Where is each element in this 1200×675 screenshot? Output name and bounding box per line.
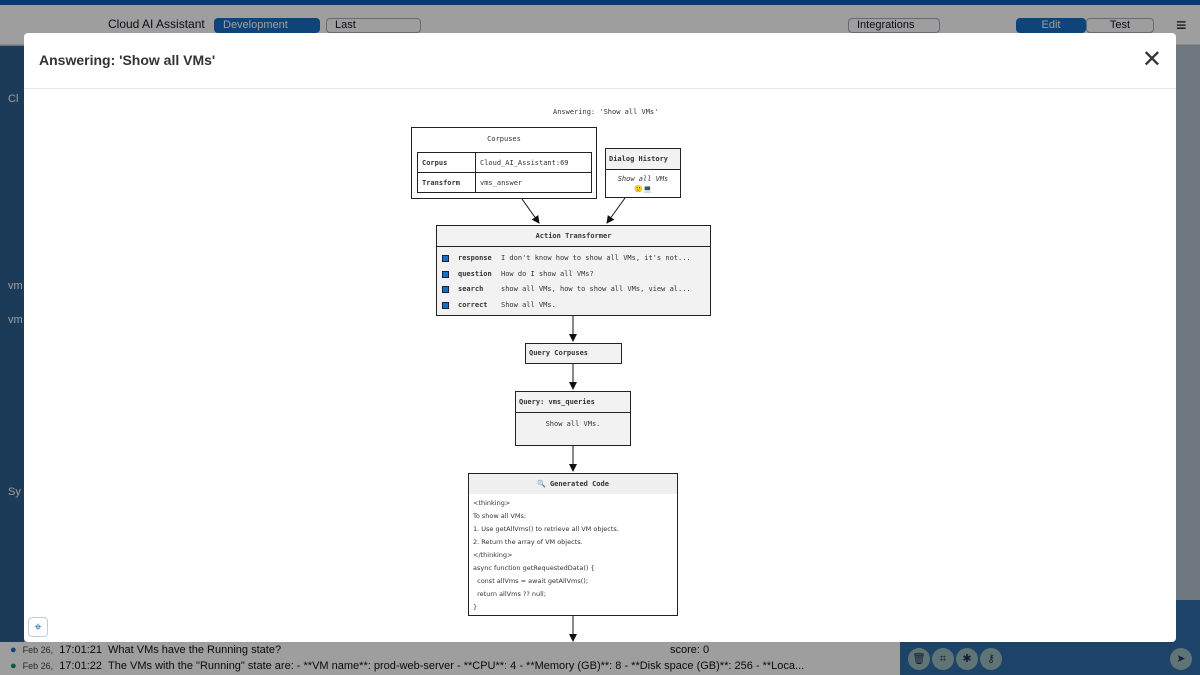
corpus-key: Corpus (417, 152, 476, 173)
dialog-history-node: Dialog History Show all VMs 🙂💻 (605, 148, 681, 198)
integrations-button[interactable]: Integrations (848, 18, 940, 33)
row-time: 17:01:21 (59, 644, 103, 656)
sidebar-item[interactable]: Cl (8, 93, 19, 105)
transform-value: vms_answer (475, 172, 592, 193)
transformer-row-key: correct (458, 300, 488, 309)
recenter-icon[interactable]: ⌖ (28, 617, 48, 637)
version-select[interactable]: Last (326, 18, 421, 33)
transformer-row-value: I don't know how to show all VMs, it's n… (501, 254, 691, 262)
code-line: 2. Return the array of VM objects. (473, 538, 583, 546)
trash-icon[interactable]: 🗑 (908, 648, 930, 670)
sidebar-item[interactable]: vm (8, 314, 23, 326)
tab-edit[interactable]: Edit (1016, 18, 1086, 33)
minus-icon[interactable] (442, 301, 449, 309)
arrow (521, 198, 540, 224)
info-icon: ● (10, 644, 17, 656)
transform-key: Transform (417, 172, 476, 193)
row-text: What VMs have the Running state? (108, 644, 282, 656)
bug-icon[interactable]: ✱ (956, 648, 978, 670)
action-transformer-title: Action Transformer (437, 226, 710, 247)
log-row[interactable]: ● Feb 26, 17:01:21 What VMs have the Run… (10, 642, 709, 658)
row-date: Feb 26, (22, 661, 54, 671)
transformer-row-value: show all VMs, how to show all VMs, view … (501, 285, 691, 293)
key-icon[interactable]: ⚷ (980, 648, 1002, 670)
magnifier-icon: 🔍 (537, 480, 546, 488)
row-score: score: 0 (670, 644, 710, 656)
dialog-history-text: Show all VMs (617, 175, 669, 183)
code-line: <thinking> (473, 499, 511, 507)
query-node: Query: vms_queries Show all VMs. (515, 391, 631, 446)
corpus-value: Cloud_AI_Assistant:69 (475, 152, 592, 173)
query-title: Query: vms_queries (516, 392, 630, 413)
menu-icon[interactable]: ≡ (1176, 15, 1187, 35)
top-accent-bar (0, 0, 1200, 5)
transformer-row-key: question (458, 269, 492, 278)
row-time: 17:01:22 (59, 660, 103, 672)
send-icon[interactable]: ➤ (1170, 648, 1192, 670)
scan-icon[interactable]: ⌗ (932, 648, 954, 670)
sidebar-item[interactable]: vm (8, 280, 23, 292)
user-computer-icon: 🙂💻 (634, 185, 652, 193)
conversation-log: ● Feb 26, 17:01:21 What VMs have the Run… (0, 642, 900, 675)
code-line: To show all VMs: (473, 512, 527, 520)
action-transformer-node: Action Transformer response I don't know … (436, 225, 711, 316)
diagram-caption: Answering: 'Show all VMs' (553, 108, 659, 116)
code-line: 1. Use getAllVms() to retrieve all VM ob… (473, 525, 619, 533)
answer-modal: Answering: 'Show all VMs' ✕ Answering: '… (24, 33, 1176, 642)
transformer-row-key: search (458, 285, 484, 293)
tab-test[interactable]: Test (1086, 18, 1154, 33)
code-line: return allVms ?? null; (473, 590, 546, 598)
close-icon[interactable]: ✕ (1141, 46, 1162, 73)
transformer-row-value: How do I show all VMs? (501, 269, 594, 278)
minus-icon[interactable] (442, 270, 449, 278)
divider (24, 88, 1176, 89)
code-line: const allVms = await getAllVms(); (473, 577, 589, 585)
arrow (606, 197, 626, 224)
code-line: async function getRequestedData() { (473, 564, 595, 572)
transformer-row-key: response (458, 254, 492, 262)
sidebar-item[interactable]: Sy (8, 486, 21, 498)
flow-diagram: Answering: 'Show all VMs' Corpuses Corpu… (24, 33, 1176, 642)
query-corpuses-node: Query Corpuses (525, 343, 622, 364)
diagram-arrows (521, 197, 626, 642)
dialog-history-title: Dialog History (606, 149, 680, 170)
generated-code-node: 🔍 Generated Code <thinking> To show all V… (468, 473, 678, 616)
query-text: Show all VMs. (545, 420, 601, 428)
code-line: } (473, 603, 478, 611)
development-button[interactable]: Development (214, 18, 320, 33)
sidebar: Cl vm vm Sy (0, 46, 24, 675)
query-corpuses-title: Query Corpuses (529, 349, 589, 357)
log-row[interactable]: ● Feb 26, 17:01:22 The VMs with the "Run… (10, 658, 804, 674)
modal-title: Answering: 'Show all VMs' (39, 52, 216, 68)
generated-code-title: Generated Code (549, 480, 609, 488)
minus-icon[interactable] (442, 286, 449, 293)
corpuses-title: Corpuses (487, 135, 521, 143)
corpuses-node: Corpuses Corpus Cloud_AI_Assistant:69 Tr… (411, 127, 597, 199)
row-text: The VMs with the "Running" state are: - … (108, 660, 805, 672)
info-icon: ● (10, 660, 17, 672)
app-title: Cloud AI Assistant (108, 18, 205, 31)
row-date: Feb 26, (22, 645, 54, 655)
minus-icon[interactable] (442, 255, 449, 262)
transformer-row-value: Show all VMs. (501, 300, 556, 309)
code-line: </thinking> (473, 551, 513, 559)
